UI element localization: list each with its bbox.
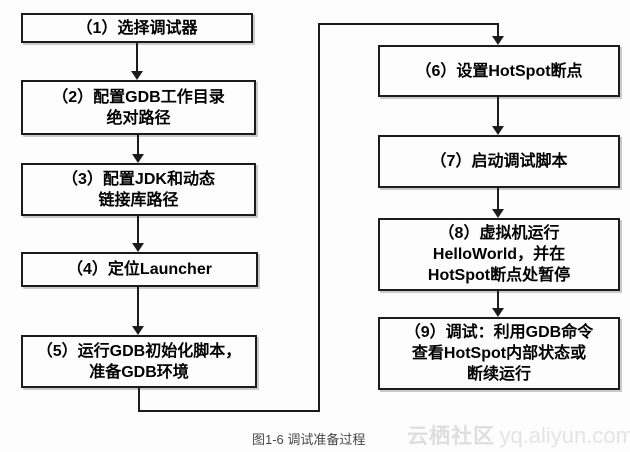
connector-step5-step6-segment-up (318, 23, 320, 412)
figure-caption: 图1-6 调试准备过程 (252, 432, 366, 447)
connector-step5-step6-segment-right (138, 410, 320, 412)
arrow-step3-step4-stem (137, 216, 139, 243)
flow-step-9-line-2: 查看HotSpot内部状态或 (411, 345, 587, 362)
arrow-step7-step8-stem (497, 188, 499, 209)
connector-step5-step6-segment-drop (497, 23, 499, 36)
flow-step-3: （3）配置JDK和动态 链接库路径 (21, 163, 256, 216)
flow-step-2: （2）配置GDB工作目录 绝对路径 (21, 80, 256, 135)
arrow-step4-step5-head-icon (132, 326, 144, 335)
flow-step-1: （1）选择调试器 (21, 13, 253, 43)
flow-step-1-text: （1）选择调试器 (76, 19, 198, 37)
flow-step-3-line-1: （3）配置JDK和动态 (62, 170, 215, 188)
flow-step-9: （9）调试：利用GDB命令 查看HotSpot内部状态或 断续运行 (378, 317, 620, 390)
arrow-step6-step7-head-icon (492, 126, 504, 135)
flow-step-7: （7）启动调试脚本 (378, 135, 620, 188)
arrow-step2-step3-stem (137, 135, 139, 154)
flow-step-7-text: （7）启动调试脚本 (430, 153, 568, 170)
flow-step-8-line-1: （8）虚拟机运行 (438, 225, 560, 242)
watermark-url: yq.aliyun.com (499, 423, 630, 448)
flow-step-2-line-2: 绝对路径 (106, 109, 171, 127)
flow-step-5: （5）运行GDB初始化脚本， 准备GDB环境 (21, 335, 257, 388)
flow-step-8: （8）虚拟机运行 HelloWorld，并在 HotSpot断点处暂停 (378, 218, 620, 291)
arrow-step2-step3-head-icon (132, 154, 144, 163)
arrow-step3-step4-head-icon (132, 243, 144, 252)
flow-step-4-text: （4）定位Launcher (67, 261, 212, 278)
flow-step-6: （6）设置HotSpot断点 (378, 45, 620, 97)
flow-step-2-line-1: （2）配置GDB工作目录 (52, 88, 225, 106)
flow-step-9-line-1: （9）调试：利用GDB命令 (404, 324, 594, 341)
arrow-step8-step9-stem (497, 291, 499, 308)
watermark-brand: 云栖社区 (407, 425, 495, 448)
arrow-step6-step7-stem (497, 97, 499, 126)
watermark: 云栖社区 yq.aliyun.com (407, 420, 630, 450)
connector-step5-step6-head-icon (492, 36, 504, 45)
flow-step-8-line-3: HotSpot断点处暂停 (427, 267, 571, 284)
flow-step-3-line-2: 链接库路径 (98, 191, 179, 209)
arrow-step4-step5-stem (137, 287, 139, 326)
flow-step-8-line-2: HelloWorld，并在 (432, 246, 566, 263)
flow-step-5-line-1: （5）运行GDB初始化脚本， (36, 342, 242, 360)
flow-step-9-line-3: 断续运行 (466, 366, 531, 383)
arrow-step1-step2-head-icon (131, 71, 143, 80)
flow-step-4: （4）定位Launcher (21, 252, 258, 287)
flow-step-5-line-2: 准备GDB环境 (89, 363, 189, 381)
arrow-step7-step8-head-icon (492, 209, 504, 218)
connector-step5-step6-segment-top (318, 23, 499, 25)
arrow-step1-step2-stem (136, 43, 138, 71)
flow-step-6-text: （6）设置HotSpot断点 (415, 62, 583, 80)
connector-step5-step6-segment-down (138, 388, 140, 412)
arrow-step8-step9-head-icon (492, 308, 504, 317)
